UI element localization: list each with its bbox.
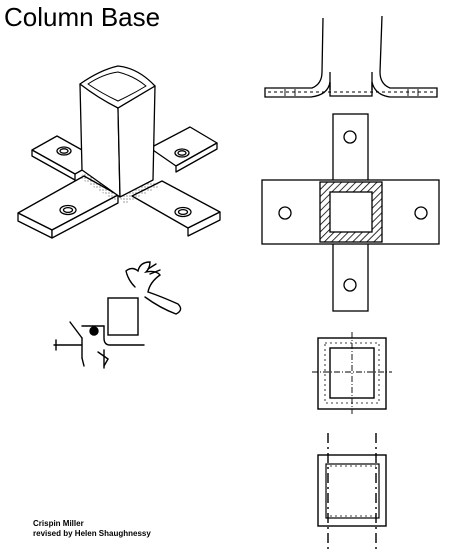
isometric-column-base (17, 65, 221, 239)
bolt-hole-icon (278, 206, 292, 220)
weld-bead-left (80, 172, 120, 203)
reviser-credit: revised by Helen Shaughnessy (33, 529, 151, 538)
bolt-hole-icon (414, 206, 428, 220)
assembly-sketch (53, 261, 182, 369)
bolt-hole-icon (343, 130, 357, 144)
base-plate-arm-back-right (149, 126, 218, 167)
plate-arm-bottom (332, 241, 369, 312)
plate-arm-top (332, 113, 369, 183)
bolt-hole-icon (343, 278, 357, 292)
plate-piece (107, 297, 139, 336)
point-marker-icon (89, 326, 99, 336)
plan-view (261, 113, 440, 312)
elevation-view (264, 15, 438, 98)
page-title: Column Base (4, 2, 161, 32)
folded-tube-detail (317, 433, 387, 550)
author-credit: Crispin Miller (33, 519, 84, 528)
weld-bead-right (120, 181, 160, 204)
square-plate-detail (312, 332, 392, 414)
